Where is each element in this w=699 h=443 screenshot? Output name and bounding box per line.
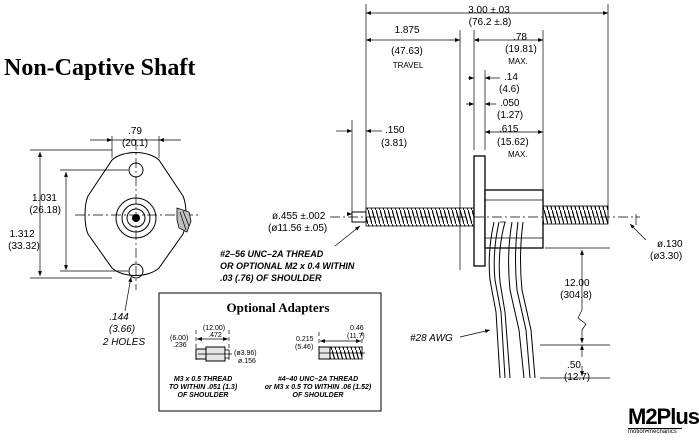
adapter1-note-1: M3 x 0.5 THREAD: [174, 376, 232, 383]
strip-length-in: .50: [567, 360, 581, 371]
page-title: Non-Captive Shaft: [4, 55, 195, 81]
thread-length-in: .150: [385, 125, 405, 136]
shaft-end: [132, 214, 140, 222]
flange-gap-in: .050: [500, 98, 520, 109]
adapter1-step-in: .236: [173, 342, 187, 349]
strip-length-mm: (12.7): [564, 372, 590, 383]
optional-adapters-box: Optional Adapters (12.00) .472 (6.00) .2…: [158, 292, 382, 412]
overall-length-in: 3.00 ±.03: [468, 5, 510, 16]
motor-length-in: .615: [499, 124, 519, 135]
screw-dia-in: ø.130: [657, 239, 683, 250]
motor-flange: [473, 155, 486, 267]
mount-hole-bottom: [128, 263, 144, 279]
motor-length-mm: (15.62): [497, 137, 529, 148]
adapter2-note-2: or M3 x 0.5 TO WITHIN .06 (1.52): [265, 384, 372, 391]
adapter1-dia-mm: (ø3.96): [234, 350, 257, 357]
adapter2-step-mm: (5.46): [295, 344, 313, 351]
front-flange-outline: [84, 152, 187, 276]
adapter2-note-3: OF SHOULDER: [293, 392, 344, 399]
thread-note-1: #2–56 UNC–2A THREAD: [220, 249, 324, 259]
adapter1-dia-in: ø.156: [238, 358, 256, 365]
adapter2-step-in: 0.215: [296, 336, 314, 343]
adapter2-length-mm: (11.7): [347, 333, 365, 340]
wire-gauge: #28 AWG: [410, 333, 453, 344]
hub-outer: [115, 197, 157, 239]
overall-length-mm: (76.2 ±.8): [469, 17, 512, 28]
side-view: 3.00 ±.03 (76.2 ±.8) 1.875 (47.63) TRAVE…: [220, 4, 683, 383]
adapter1-length-in: .472: [208, 332, 222, 339]
adapter1-length-mm: (12.00): [203, 325, 225, 332]
front-view: .79 (20.1) 1.031 (26.18) 1.312 (33.32) .…: [8, 126, 200, 348]
lead-length-mm: (304.8): [560, 290, 592, 301]
hole-count: 2 HOLES: [102, 337, 146, 348]
thread-note-3: .03 (.76) OF SHOULDER: [220, 273, 322, 283]
adapter-2: 0.46 (11.7) 0.215 (5.46) #4–40 UNC–2A TH…: [265, 325, 372, 399]
brand-logo-mark: M2Plus: [628, 404, 699, 429]
technical-drawing: Non-Captive Shaft .79 (20.1) 1.031 (26.1…: [4, 4, 683, 412]
adapters-title: Optional Adapters: [227, 300, 330, 315]
body-length-note: MAX.: [508, 57, 528, 66]
shaft-dia-in: ø.455 ±.002: [272, 211, 326, 222]
hole-dia-in: .144: [109, 312, 129, 323]
mount-hole-top: [128, 162, 144, 178]
travel-label: TRAVEL: [393, 61, 424, 70]
lead-screw-right: [542, 205, 609, 225]
adapter1-step-mm: (6.00): [170, 335, 188, 342]
lead-wires: [488, 221, 536, 379]
flange-mm: (4.6): [499, 84, 520, 95]
adapter2-note-1: #4–40 UNC–2A THREAD: [278, 376, 358, 383]
wire-exit: [176, 207, 192, 233]
front-width-in: .79: [128, 126, 142, 137]
hole-spacing-mm: (26.18): [29, 205, 61, 216]
travel-in: 1.875: [394, 25, 419, 36]
motor-body: [484, 189, 544, 249]
adapter2-length-in: 0.46: [350, 325, 364, 332]
front-width-mm: (20.1): [122, 138, 148, 149]
screw-dia-mm: (ø3.30): [650, 251, 682, 262]
travel-mm: (47.63): [391, 46, 423, 57]
flange-in: .14: [504, 72, 518, 83]
height-in: 1.312: [9, 229, 34, 240]
body-length-in: .78: [513, 32, 527, 43]
brand-logo: M2Plus motion•mechanics: [628, 404, 699, 440]
motor-length-note: MAX.: [508, 150, 528, 159]
adapter1-note-2: TO WITHIN .051 (1.3): [169, 384, 238, 391]
flange-gap-mm: (1.27): [497, 110, 523, 121]
height-mm: (33.32): [8, 241, 40, 252]
body-length-mm: (19.81): [505, 44, 537, 55]
shaft-dia-mm: (ø11.56 ±.05): [268, 223, 327, 234]
hole-dia-mm: (3.66): [109, 324, 135, 335]
hole-spacing-in: 1.031: [32, 193, 57, 204]
lead-length-in: 12.00: [564, 278, 589, 289]
thread-note-2: OR OPTIONAL M2 x 0.4 WITHIN: [220, 261, 355, 271]
adapter-1: (12.00) .472 (6.00) .236 (ø3.96) ø.156 M…: [169, 325, 257, 399]
adapter1-note-3: OF SHOULDER: [178, 392, 229, 399]
brand-logo-tagline: motion•mechanics: [628, 428, 682, 436]
thread-length-mm: (3.81): [381, 138, 407, 149]
